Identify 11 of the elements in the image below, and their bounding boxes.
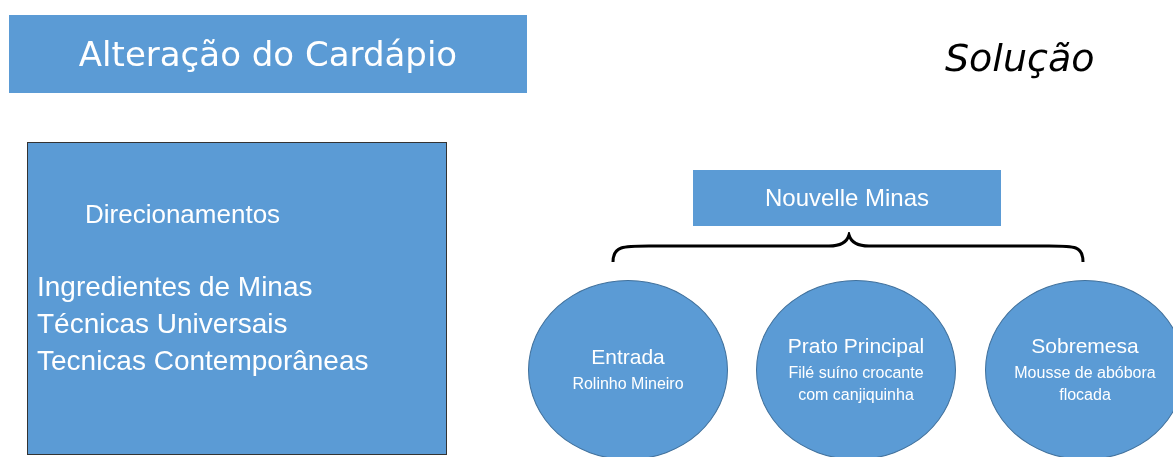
- list-item: Técnicas Universais: [37, 308, 288, 340]
- course-circle: Prato Principal Filé suíno crocante com canjiquinha: [756, 280, 956, 457]
- course-circle: Entrada Rolinho Mineiro: [528, 280, 728, 457]
- course-circle: Sobremesa Mousse de abóbora flocada: [985, 280, 1173, 457]
- panel-heading: Direcionamentos: [85, 199, 281, 230]
- title-banner: Alteração do Cardápio: [9, 15, 527, 93]
- list-item: Ingredientes de Minas: [37, 271, 313, 303]
- text-panel: [27, 142, 447, 455]
- category-box: Nouvelle Minas: [693, 170, 1001, 226]
- list-item: Tecnicas Contemporâneas: [37, 345, 369, 377]
- heading: Solução: [945, 36, 1095, 80]
